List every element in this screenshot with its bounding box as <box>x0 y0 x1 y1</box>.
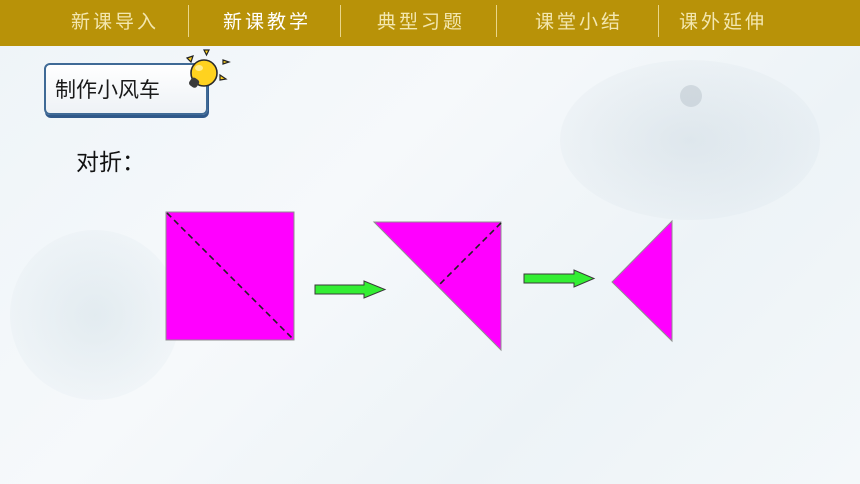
small-triangle-paper <box>611 219 673 343</box>
nav-divider <box>188 5 189 37</box>
nav-tab-intro[interactable]: 新课导入 <box>70 10 159 33</box>
nav-divider <box>496 5 497 37</box>
step-label: 对折： <box>76 150 145 176</box>
nav-divider <box>658 5 659 37</box>
square-paper <box>165 211 295 341</box>
top-navigation-bar: 新课导入 新课教学 典型习题 课堂小结 课外延伸 <box>0 0 860 46</box>
lesson-title-badge: 制作小风车 <box>44 63 208 115</box>
nav-tab-teaching[interactable]: 新课教学 <box>222 10 311 33</box>
nav-divider <box>340 5 341 37</box>
nav-tab-exercises[interactable]: 典型习题 <box>376 10 465 33</box>
nav-tab-summary[interactable]: 课堂小结 <box>534 10 623 33</box>
lightbulb-icon <box>185 49 231 88</box>
nav-tab-extension[interactable]: 课外延伸 <box>678 10 767 33</box>
folded-triangle-paper <box>372 221 502 352</box>
lesson-title: 制作小风车 <box>55 78 160 102</box>
right-arrow-icon <box>523 269 596 288</box>
fold-line <box>437 222 502 287</box>
right-arrow-icon <box>314 280 387 299</box>
